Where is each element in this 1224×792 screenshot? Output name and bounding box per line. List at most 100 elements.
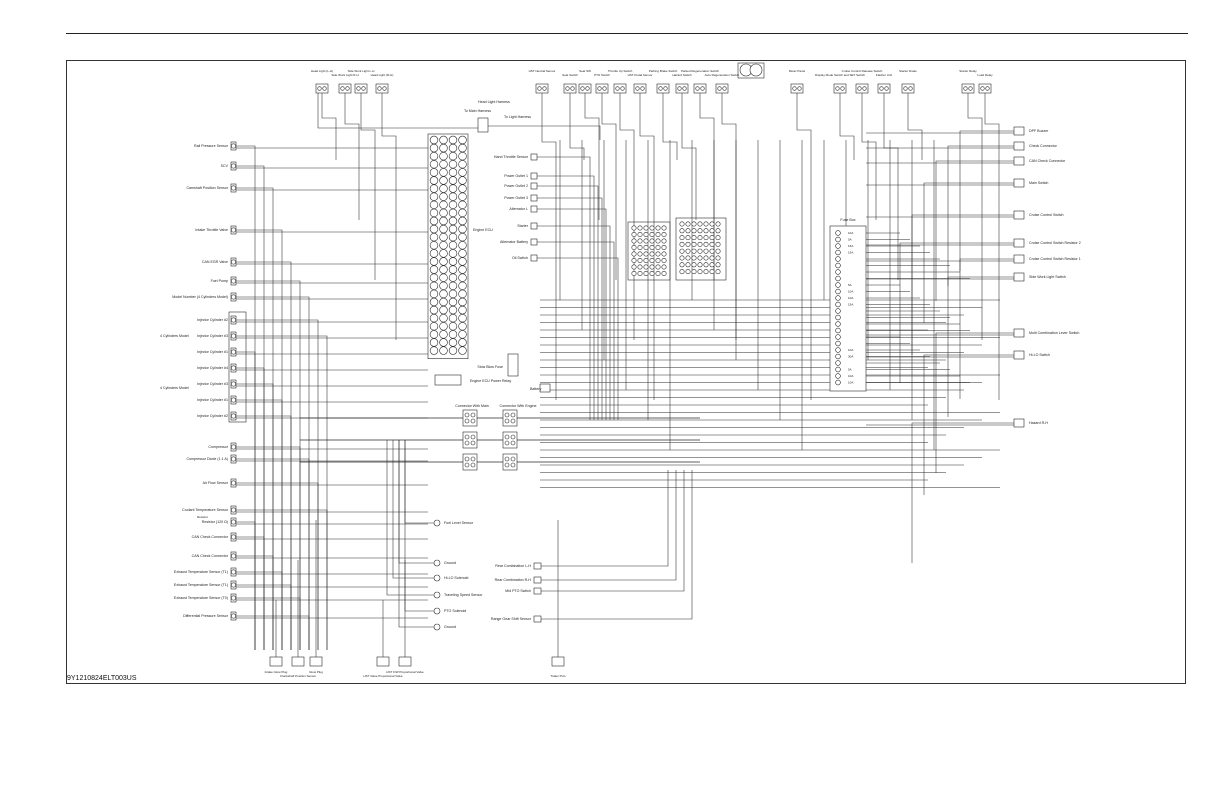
ecu-pin [429, 200, 439, 210]
center-pin-b [715, 228, 721, 234]
harness-pin [470, 434, 476, 440]
top-component-label: HST Neutral Sensor [529, 69, 556, 73]
center-pin-a [637, 245, 643, 251]
ecu-pin [448, 249, 458, 258]
ecu-pin [439, 273, 448, 282]
ecu-pin [448, 143, 458, 153]
bottom-component-label: Intake Glow Plug [265, 670, 288, 674]
center-pin-b [685, 228, 691, 234]
center-pin-a [655, 238, 661, 244]
center-pin-a [649, 251, 655, 257]
top-pin [908, 86, 913, 91]
ecu-pin [439, 216, 448, 226]
top-wire [619, 93, 635, 340]
top-component-label: Hazard Switch [672, 73, 692, 77]
engine-ecu-label: Engine ECU [473, 228, 493, 232]
center-pin-b [703, 221, 709, 227]
top-pin [356, 86, 361, 91]
bottom-connector [269, 656, 283, 667]
center-pin-b [679, 248, 685, 254]
fuse-rating: 10A [848, 296, 853, 300]
lower-right-connector [533, 615, 542, 623]
center-pin-b [703, 228, 709, 234]
lower-right-label: Mid PTO Switch [505, 589, 531, 593]
wire-layer [236, 93, 1014, 657]
center-pin-b [709, 248, 715, 254]
ecu-pin [429, 143, 439, 153]
ecu-pin [448, 265, 458, 274]
lower-mid-wire [398, 440, 434, 628]
top-pin [340, 86, 345, 91]
top-connector [338, 83, 352, 94]
top-pin [677, 86, 682, 91]
left-wire [236, 597, 301, 650]
left-connector-pin [231, 381, 237, 387]
fuse-rating: 30A [848, 355, 853, 359]
left-component-label: CAN Check Connector [192, 554, 229, 558]
mid-wire [537, 175, 595, 420]
ecu-pin [458, 297, 467, 307]
left-component-label: Intake Throttle Valve [195, 228, 228, 232]
center-pin-a [643, 257, 649, 263]
head-light-wire [317, 93, 478, 129]
ecu-pin [439, 224, 448, 234]
engine-ecu-power-relay [434, 374, 462, 386]
meter-connector-b [749, 63, 763, 77]
ecu-pin [448, 192, 458, 201]
center-pin-b [679, 269, 685, 275]
ecu-pin [458, 314, 467, 323]
ecu-pin [439, 160, 448, 169]
top-wire [883, 93, 899, 280]
center-pin-a [661, 251, 667, 257]
ecu-pin [448, 314, 458, 323]
fuse-slot [835, 314, 841, 321]
ecu-pin [439, 249, 448, 258]
center-pin-a [655, 251, 661, 257]
left-component-label: Compressor [208, 445, 228, 449]
ecu-pin [458, 192, 467, 201]
fuse-slot [835, 334, 841, 340]
ecu-pin [429, 168, 439, 177]
ecu-pin [458, 305, 467, 315]
top-pin [700, 86, 705, 91]
center-pin-a [661, 264, 667, 270]
fuse-rating: 5A [848, 283, 852, 287]
top-wire [541, 93, 557, 400]
center-pin-b [703, 235, 709, 241]
right-connector [1013, 238, 1025, 248]
center-pin-a [631, 251, 637, 257]
ecu-pin [429, 216, 439, 226]
left-connector-pin [231, 143, 237, 149]
top-pin [663, 86, 668, 91]
fuse-slot [835, 256, 841, 262]
right-connector [1013, 210, 1025, 220]
fuse-box-label: Fuse Box [840, 218, 855, 222]
ecu-pin [448, 281, 458, 290]
lower-mid-wire [404, 440, 434, 524]
harness-pin [504, 456, 510, 462]
right-wire [899, 242, 1014, 383]
top-component-label: Side Work Light L-H [348, 69, 375, 73]
battery [539, 383, 551, 393]
ecu-pin [429, 160, 439, 169]
fuse-slot [835, 295, 841, 301]
top-pin [903, 86, 908, 91]
component-layer [228, 62, 1025, 667]
top-wire [601, 93, 617, 280]
top-connector [877, 83, 891, 94]
slow-blow-fuse-label: Slow Blow Fuse [477, 365, 503, 369]
top-connector [595, 83, 609, 94]
center-pin-a [631, 238, 637, 244]
ecu-pin [429, 257, 439, 266]
lower-right-connector [533, 562, 542, 570]
mid-component-label: Power Outlet 2 [504, 184, 528, 188]
harness-pin [504, 412, 510, 418]
center-pin-b [679, 221, 685, 227]
ecu-pin [429, 314, 439, 323]
top-connector [656, 83, 670, 94]
ecu-pin [458, 273, 467, 282]
ecu-pin [458, 338, 467, 347]
mid-wire [537, 156, 591, 420]
header-rule [66, 33, 1188, 34]
ecu-pin [429, 224, 439, 234]
